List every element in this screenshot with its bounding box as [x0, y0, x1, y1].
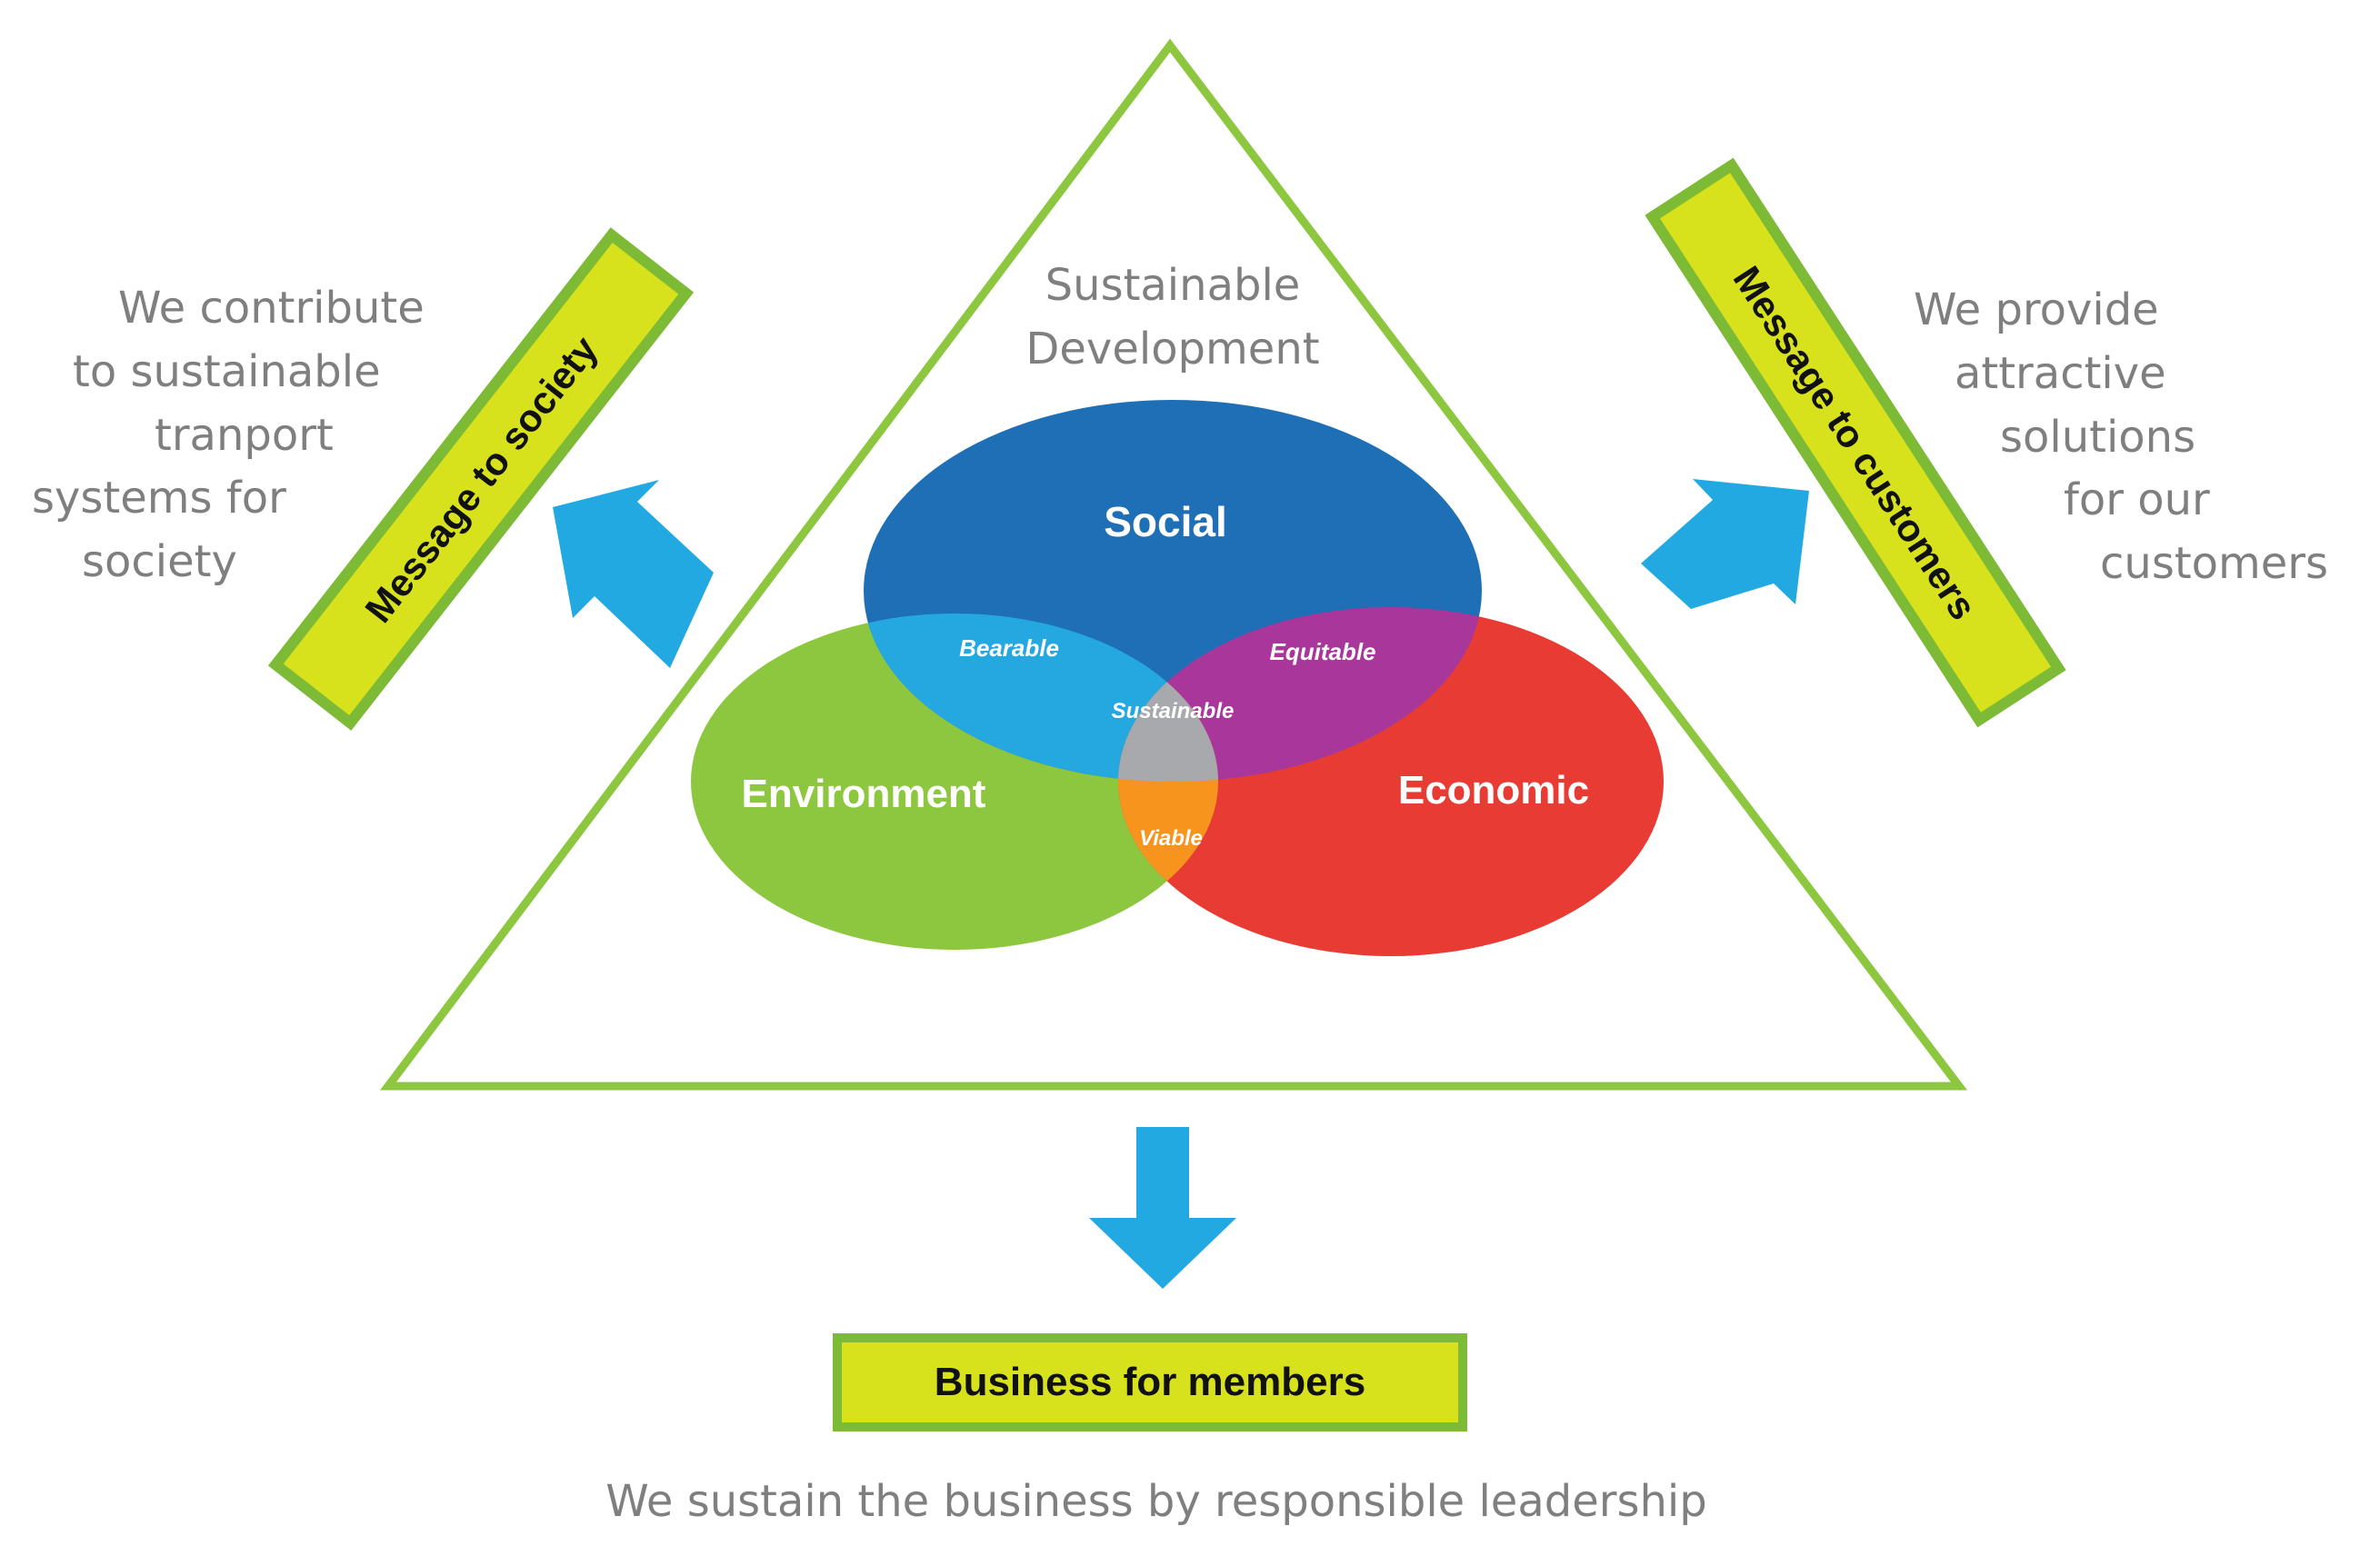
right-text-line-3: solutions: [2000, 412, 2195, 463]
left-text-line-1: We contribute: [118, 283, 425, 334]
left-text-line-3: tranport: [155, 410, 334, 461]
left-text-line-4: systems for: [32, 473, 286, 524]
message-to-customers-box: Message to customers: [1645, 157, 2066, 728]
right-text-line-4: for our: [2064, 474, 2210, 525]
viable-label: Viable: [1139, 826, 1203, 851]
economic-label: Economic: [1398, 768, 1589, 813]
equitable-label: Equitable: [1269, 638, 1375, 665]
right-text-line-5: customers: [2100, 538, 2328, 589]
right-text-line-1: We provide: [1914, 284, 2159, 335]
sustainable-label: Sustainable: [1112, 699, 1235, 723]
bottom-caption: We sustain the business by responsible l…: [605, 1476, 1706, 1527]
social-label: Social: [1104, 498, 1227, 545]
business-for-members-label: Business for members: [935, 1360, 1365, 1404]
environment-label: Environment: [742, 772, 986, 816]
center-title-line-1: Sustainable: [1045, 260, 1301, 311]
equitable-overlap: [1118, 607, 1482, 782]
center-title-line-2: Development: [1025, 324, 1319, 374]
bearable-label: Bearable: [959, 634, 1059, 662]
left-text-line-5: society: [82, 536, 237, 587]
arrow-up-right-icon: [1641, 479, 1809, 609]
right-text-line-2: attractive: [1955, 348, 2166, 399]
arrow-down-icon: [1089, 1127, 1236, 1289]
left-text-line-2: to sustainable: [73, 346, 381, 397]
business-for-members-box: Business for members: [833, 1333, 1467, 1431]
bearable-overlap: [864, 613, 1218, 782]
arrow-up-left-icon: [553, 480, 714, 668]
